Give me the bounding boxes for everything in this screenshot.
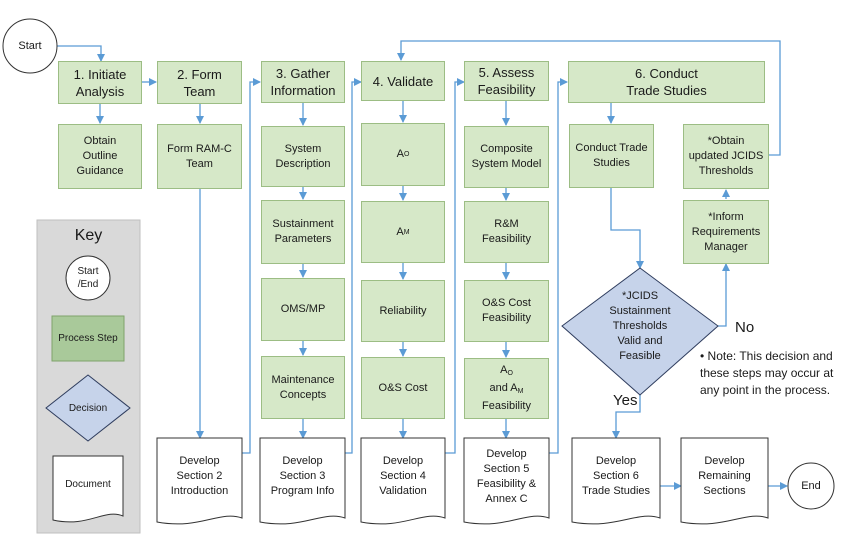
step-obtain-updated-jcids-thresholds: *Obtain updated JCIDS Thresholds bbox=[683, 124, 769, 189]
step-form-ram-c-team: Form RAM-C Team bbox=[157, 124, 242, 189]
note-body: Note: This decision and these steps may … bbox=[700, 349, 834, 397]
step-inform-requirements-manager: *Inform Requirements Manager bbox=[683, 200, 769, 264]
step-composite-system-model: Composite System Model bbox=[464, 126, 549, 188]
end-label: End bbox=[801, 479, 821, 492]
end-terminator bbox=[787, 462, 835, 510]
phase-5-header: 5. Assess Feasibility bbox=[464, 61, 549, 101]
ao-am-subscript-o: O bbox=[507, 370, 513, 377]
decision-diamond bbox=[561, 267, 719, 396]
document-section-6: Develop Section 6 Trade Studies bbox=[581, 454, 651, 497]
phase-4-header: 4. Validate bbox=[361, 61, 445, 101]
note-text: • Note: This decision and these steps ma… bbox=[700, 349, 834, 397]
step-maintenance-concepts: Maintenance Concepts bbox=[261, 356, 345, 419]
key-decision-symbol bbox=[45, 374, 131, 442]
document-remaining-sections: Develop Remaining Sections bbox=[698, 454, 751, 497]
key-process-symbol bbox=[51, 315, 125, 362]
document-section-5: Develop Section 5 Feasibility & Annex C bbox=[476, 448, 537, 505]
ao-subscript: O bbox=[403, 151, 410, 158]
step-system-description: System Description bbox=[261, 126, 345, 187]
am-subscript: M bbox=[403, 228, 410, 236]
document-section-2: Develop Section 2 Introduction bbox=[170, 454, 229, 497]
key-start-end-symbol bbox=[65, 255, 111, 301]
document-shape-phase-6 bbox=[571, 437, 661, 525]
step-sustainment-parameters: Sustainment Parameters bbox=[261, 200, 345, 264]
start-label: Start bbox=[18, 39, 42, 52]
step-obtain-outline-guidance: Obtain Outline Guidance bbox=[58, 124, 142, 189]
ao-am-line-1: AO bbox=[500, 364, 513, 377]
document-shape-phase-2 bbox=[156, 437, 243, 525]
ao-am-subscript-m: M bbox=[517, 388, 524, 395]
key-document-symbol bbox=[52, 455, 124, 523]
start-terminator bbox=[2, 18, 58, 74]
step-rm-feasibility: R&M Feasibility bbox=[464, 201, 549, 263]
no-label: No bbox=[735, 319, 755, 336]
ao-am-line-2: and AM bbox=[489, 382, 524, 395]
document-shape-phase-3 bbox=[259, 437, 346, 525]
step-os-cost-feasibility: O&S Cost Feasibility bbox=[464, 280, 549, 342]
yes-label: Yes bbox=[613, 392, 638, 409]
document-section-4: Develop Section 4 Validation bbox=[379, 454, 427, 497]
ao-letter: A bbox=[396, 148, 404, 160]
decision-text: *JCIDS Sustainment Thresholds Valid and … bbox=[609, 289, 671, 362]
step-reliability: Reliability bbox=[361, 280, 445, 342]
connectors bbox=[57, 40, 788, 490]
step-ao-am-feasibility: AO and AM Feasibility bbox=[464, 358, 549, 419]
key-document-label: Document bbox=[65, 478, 111, 490]
document-shape-phase-5 bbox=[463, 437, 550, 525]
step-oms-mp: OMS/MP bbox=[261, 278, 345, 341]
key-title: Key bbox=[74, 227, 103, 244]
document-shape-remaining bbox=[680, 437, 769, 525]
key-process-step-label: Process Step bbox=[58, 333, 118, 344]
step-os-cost: O&S Cost bbox=[361, 357, 445, 419]
phase-3-header: 3. Gather Information bbox=[261, 61, 345, 103]
document-shape-phase-4 bbox=[360, 437, 446, 525]
ao-am-line-3: Feasibility bbox=[482, 400, 531, 412]
phase-2-header: 2. Form Team bbox=[157, 61, 242, 104]
step-conduct-trade-studies: Conduct Trade Studies bbox=[569, 124, 654, 188]
document-section-3: Develop Section 3 Program Info bbox=[270, 454, 335, 497]
phase-6-header: 6. Conduct Trade Studies bbox=[568, 61, 765, 103]
key-decision-label: Decision bbox=[68, 402, 108, 414]
phase-1-header: 1. Initiate Analysis bbox=[58, 61, 142, 104]
key-start-end-label: Start /End bbox=[77, 266, 99, 290]
am-letter: A bbox=[396, 225, 404, 238]
